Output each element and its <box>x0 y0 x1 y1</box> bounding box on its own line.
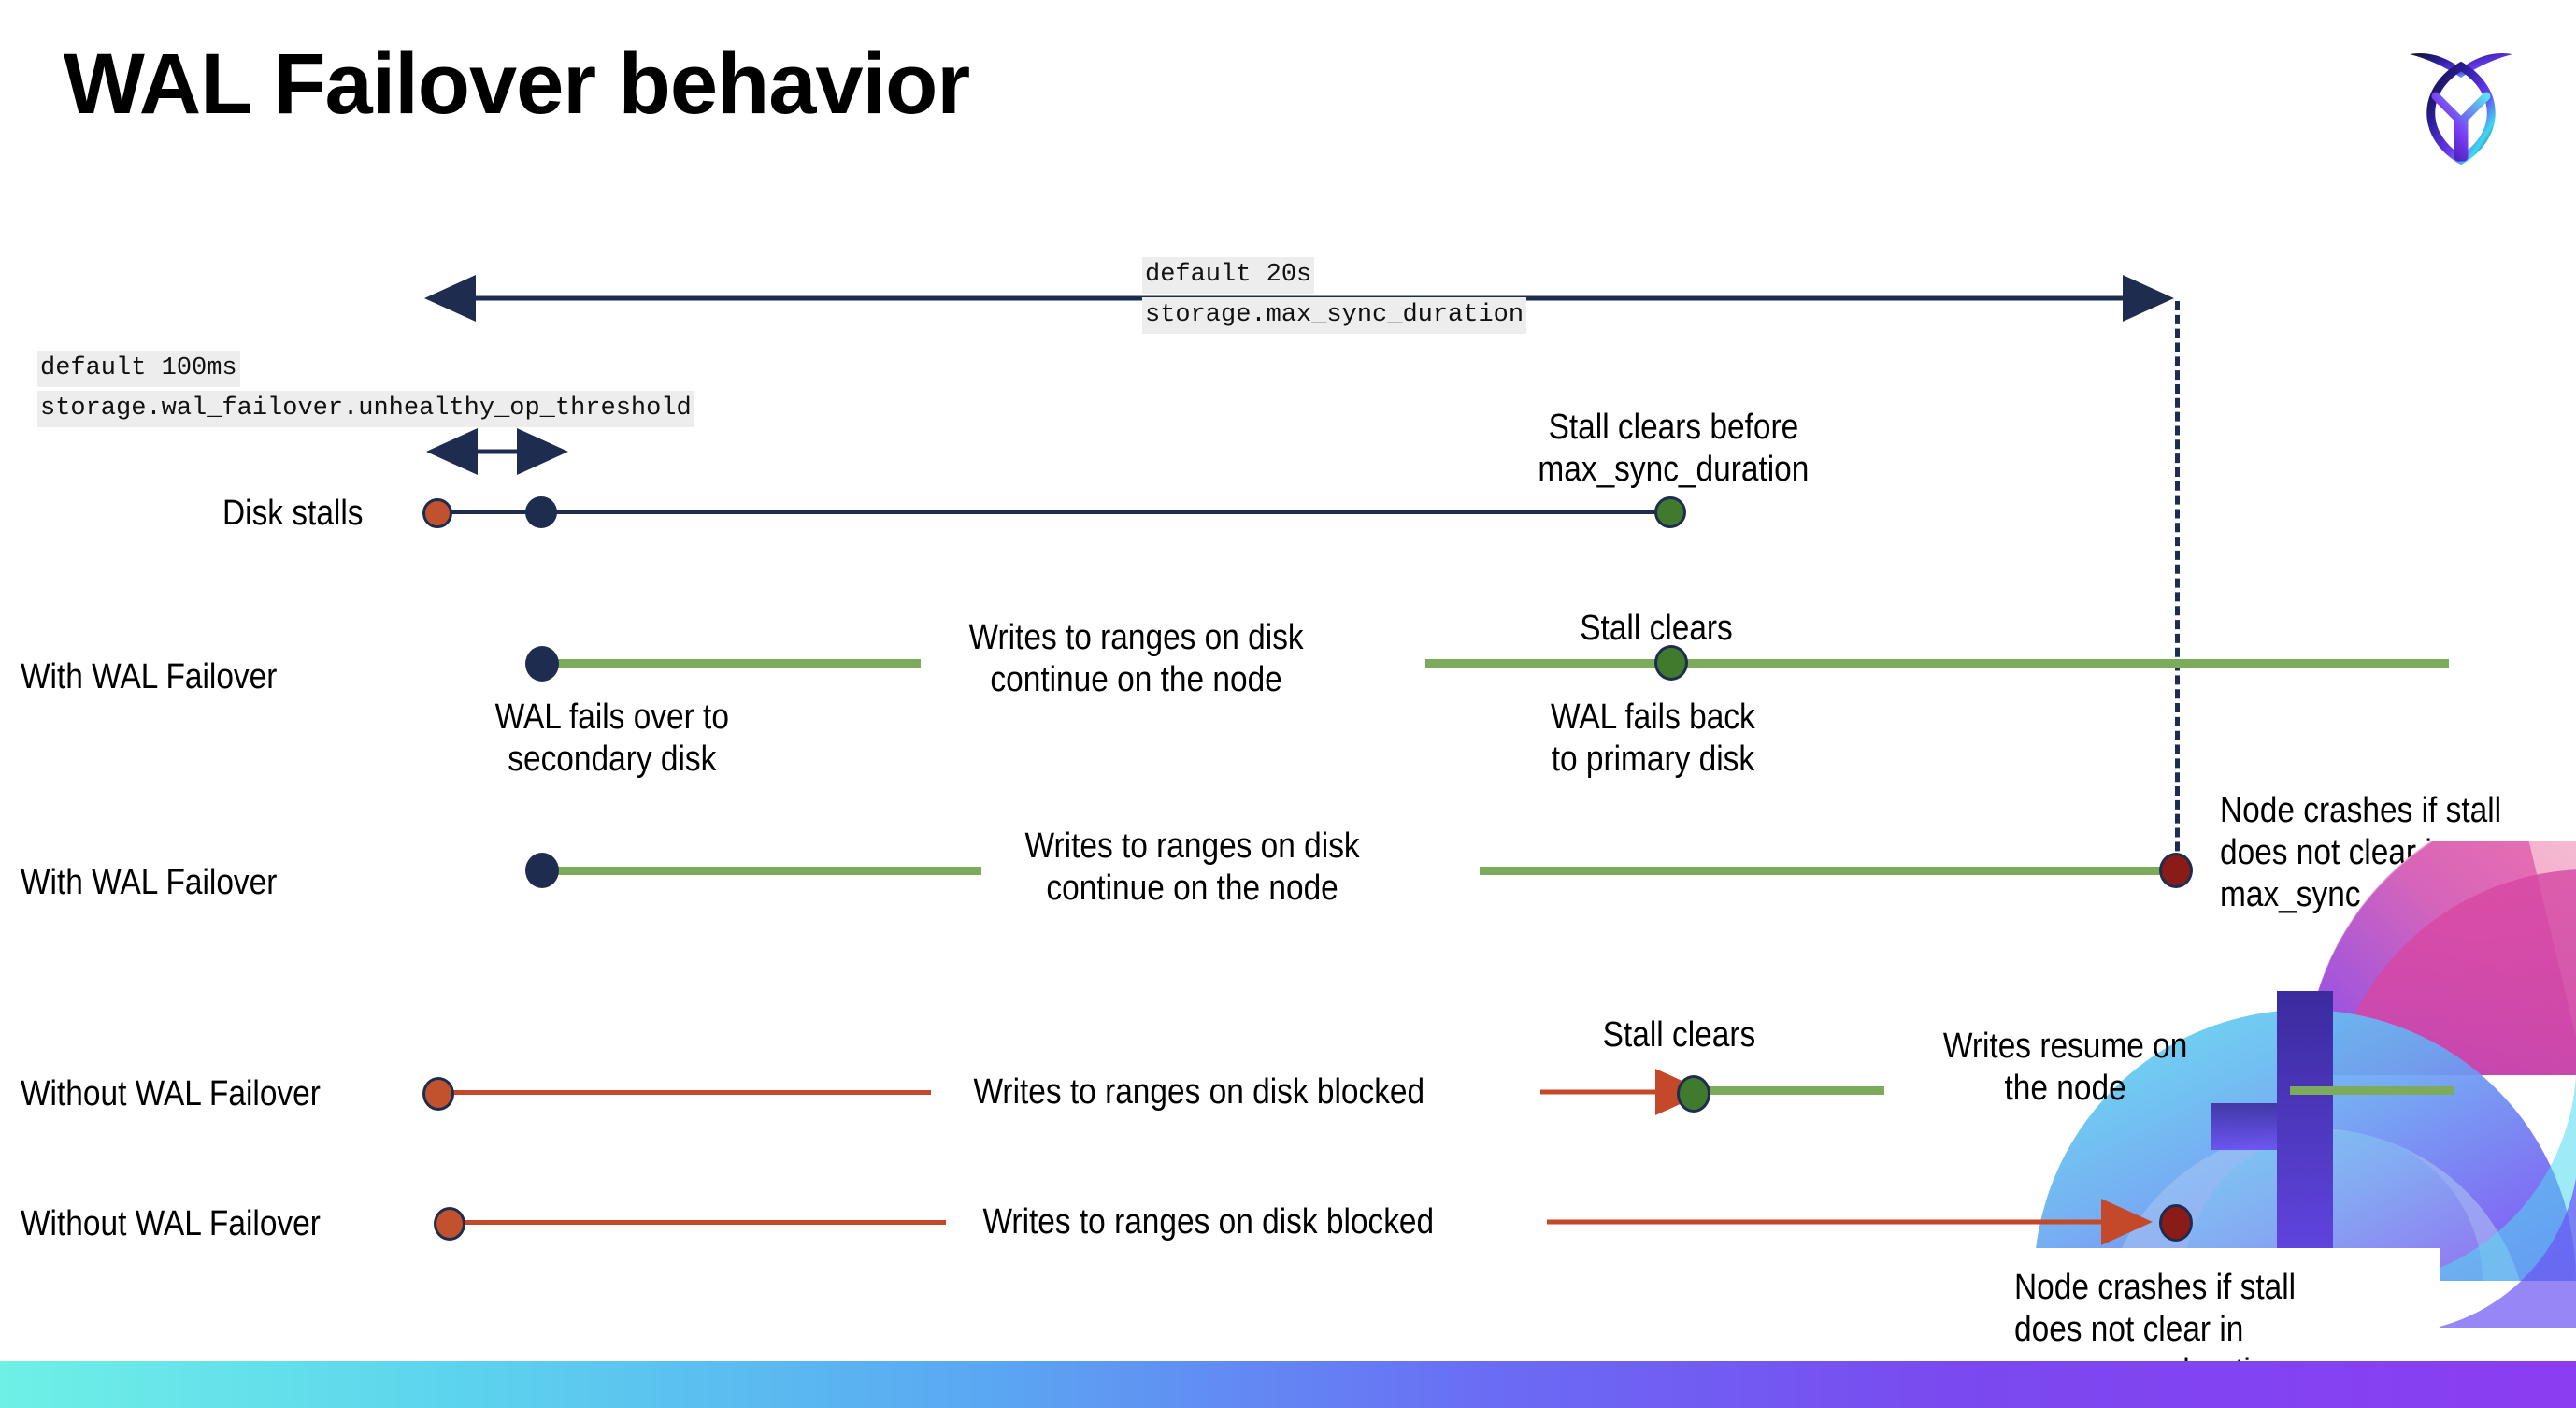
note-line-2: does not clear in <box>2220 832 2450 872</box>
wal2-line-left <box>542 867 981 875</box>
unhealthy-threshold-arrow <box>426 428 568 475</box>
wal1-failover-marker <box>525 646 559 682</box>
note-stall-clears-1: Stall clears <box>1580 609 1733 648</box>
wal1-stall-clear-marker <box>1654 645 1688 681</box>
note-line-2: continue on the node <box>1046 868 1338 908</box>
wal1-line-right <box>1425 659 2449 668</box>
note-writes-continue-2: Writes to ranges on disk continue on the… <box>991 826 1394 910</box>
disk-stalls-line <box>436 510 1671 514</box>
max-sync-dropline <box>2175 301 2180 879</box>
row-label-with-wal-failover-1: With WAL Failover <box>21 657 278 697</box>
note-line-1: Writes resume on <box>1942 1027 2188 1066</box>
wal2-failover-marker <box>525 853 559 888</box>
wal1-line-left <box>542 659 921 668</box>
row-label-disk-stalls: Disk stalls <box>222 494 364 533</box>
unhealthy-default-chip: default 100ms <box>37 351 240 388</box>
note-line-2: does not clear in <box>2014 1309 2244 1349</box>
note-line-2: continue on the node <box>990 659 1282 699</box>
max-sync-default-chip: default 20s <box>1142 257 1315 295</box>
row-label-with-wal-failover-2: With WAL Failover <box>21 863 278 902</box>
disk-stalls-failover-marker <box>525 496 557 528</box>
note-line-1: Node crashes if stall <box>2014 1268 2297 1307</box>
disk-stalls-clear-marker <box>1654 496 1686 528</box>
note-line-2: secondary disk <box>508 739 717 779</box>
note-line-2: the node <box>2004 1068 2126 1108</box>
note-writes-resume: Writes resume on the node <box>1925 1026 2205 1110</box>
unhealthy-setting-chip: storage.wal_failover.unhealthy_op_thresh… <box>37 391 694 428</box>
cockroachdb-logo-icon <box>2382 23 2540 178</box>
note-writes-blocked-1: Writes to ranges on disk blocked <box>973 1072 1425 1112</box>
without1-line-left <box>447 1090 931 1095</box>
note-line-1: WAL fails back <box>1551 697 1755 737</box>
note-line-1: WAL fails over to <box>494 697 729 737</box>
page-title: WAL Failover behavior <box>64 36 970 132</box>
without2-stall-start-marker <box>434 1207 465 1241</box>
note-line-1: Writes to ranges on disk <box>968 618 1304 657</box>
disk-stalls-start-marker <box>422 498 452 528</box>
note-line-1: Node crashes if stall <box>2220 791 2502 830</box>
row-label-without-wal-failover-2: Without WAL Failover <box>21 1204 321 1243</box>
note-wal-fails-back: WAL fails back to primary disk <box>1505 697 1801 781</box>
max-sync-setting-chip: storage.max_sync_duration <box>1142 297 1527 335</box>
note-line-1: Writes to ranges on disk <box>1024 826 1360 866</box>
without1-stall-start-marker <box>422 1077 454 1111</box>
without2-blocked-arrow <box>1547 1199 2153 1245</box>
note-line-3: max_sync_duration <box>2220 874 2491 914</box>
note-writes-continue-1: Writes to ranges on disk continue on the… <box>935 617 1338 701</box>
note-wal-fails-over: WAL fails over to secondary disk <box>439 697 785 781</box>
row-label-without-wal-failover-1: Without WAL Failover <box>21 1074 321 1113</box>
wal2-crash-marker <box>2159 853 2193 888</box>
note-stall-clears-before: Stall clears before max_sync_duration <box>1525 407 1822 491</box>
note-writes-blocked-2: Writes to ranges on disk blocked <box>982 1202 1435 1242</box>
note-line-1: Stall clears before <box>1548 408 1799 447</box>
without1-stall-clear-marker <box>1677 1075 1710 1113</box>
without1-line-tail <box>2290 1086 2454 1095</box>
without2-line-left <box>458 1220 946 1225</box>
without2-crash-marker <box>2159 1204 2193 1242</box>
bottom-gradient-bar <box>0 1361 2576 1408</box>
without1-blocked-arrow <box>1540 1069 1707 1115</box>
without1-line-right <box>1701 1086 1884 1095</box>
note-line-2: max_sync_duration <box>1538 449 1810 489</box>
note-stall-clears-2: Stall clears <box>1602 1015 1756 1055</box>
note-line-2: to primary disk <box>1551 739 1755 779</box>
wal2-line-right <box>1480 867 2176 875</box>
note-node-crashes-1: Node crashes if stall does not clear in … <box>2220 790 2549 915</box>
